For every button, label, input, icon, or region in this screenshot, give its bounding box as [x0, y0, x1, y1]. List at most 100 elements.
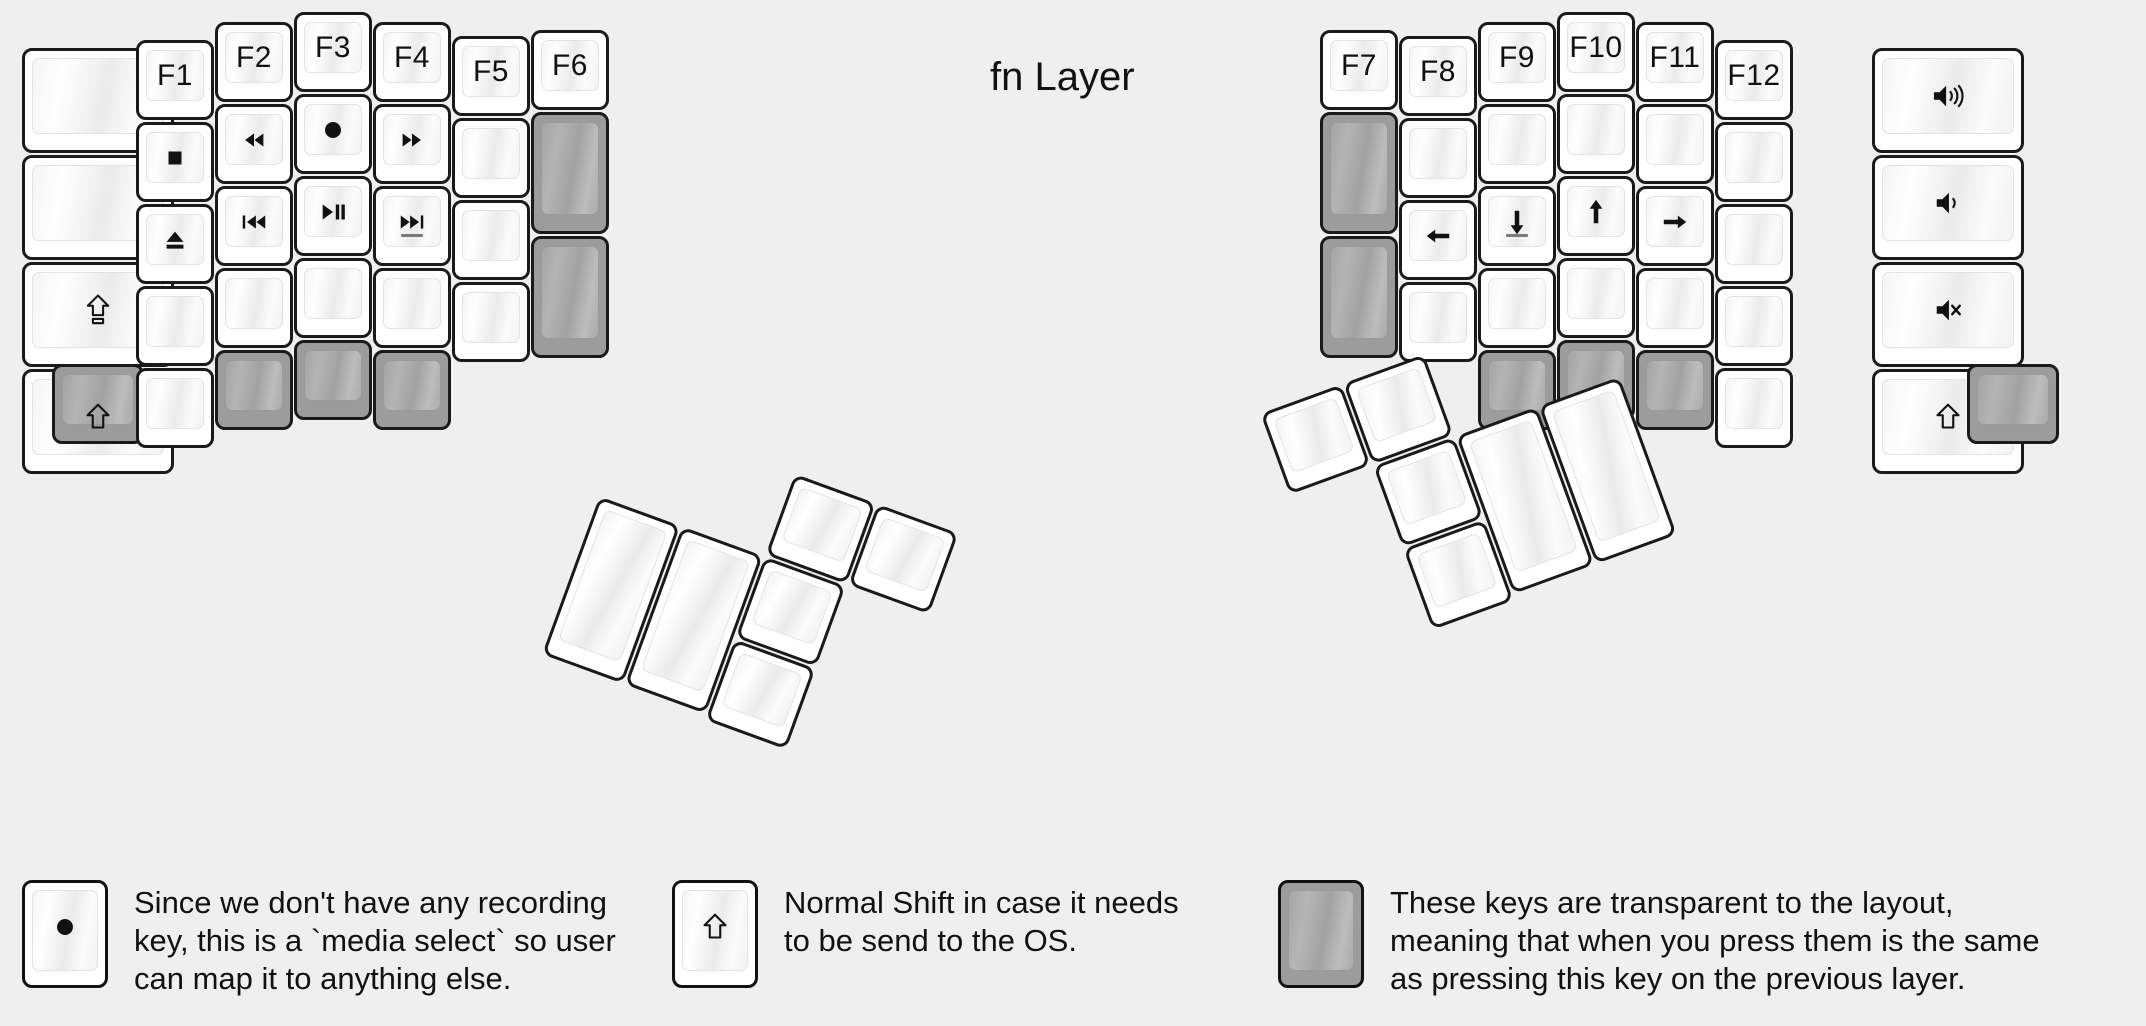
col-l6-key-2[interactable]	[452, 200, 530, 280]
col-l7-key-0[interactable]: F6	[531, 30, 609, 110]
keycap-surface	[541, 122, 599, 215]
keycap-surface	[1725, 378, 1783, 429]
keycap-surface	[62, 374, 134, 425]
col-l2-key-3[interactable]	[136, 286, 214, 366]
col-l3-key-0[interactable]: F2	[215, 22, 293, 102]
col-r4-key-1[interactable]	[1557, 94, 1635, 174]
col-l7-key-2[interactable]	[531, 236, 609, 358]
col-l3-key-4[interactable]	[215, 350, 293, 430]
keycap-surface	[225, 360, 283, 411]
col-r3-key-2[interactable]	[1478, 186, 1556, 266]
col-r2-key-3[interactable]	[1399, 282, 1477, 362]
col-r3-key-1[interactable]	[1478, 104, 1556, 184]
keycap-surface	[1882, 272, 2014, 348]
keycap-surface	[1567, 268, 1625, 319]
col-l4-key-3[interactable]	[294, 258, 372, 338]
keycap-surface	[146, 296, 204, 347]
col-r5-key-4[interactable]	[1636, 350, 1714, 430]
col-l5-key-2[interactable]	[373, 186, 451, 266]
keycap-surface	[1882, 58, 2014, 134]
keycap-surface	[225, 278, 283, 329]
col-r7-key-0[interactable]	[1872, 48, 2024, 153]
col-r6-key-3[interactable]	[1715, 286, 1793, 366]
col-r1-key-0[interactable]: F7	[1320, 30, 1398, 110]
col-r5-key-2[interactable]	[1636, 186, 1714, 266]
keycap-surface	[1409, 46, 1467, 97]
keycap-surface	[1646, 114, 1704, 165]
col-r6-key-0[interactable]: F12	[1715, 40, 1793, 120]
col-r4-key-3[interactable]	[1557, 258, 1635, 338]
col-l2-key-2[interactable]	[136, 204, 214, 284]
keycap-surface	[1488, 360, 1546, 411]
keycap-surface	[1725, 214, 1783, 265]
keycap-surface	[304, 22, 362, 73]
keycap-surface	[383, 114, 441, 165]
col-r7-key-2[interactable]	[1872, 262, 2024, 367]
col-l6-key-3[interactable]	[452, 282, 530, 362]
col-l2-key-4[interactable]	[136, 368, 214, 448]
col-l3-key-1[interactable]	[215, 104, 293, 184]
keycap-surface	[225, 114, 283, 165]
col-r7-extra-key[interactable]	[1967, 364, 2059, 444]
col-l7-key-1[interactable]	[531, 112, 609, 234]
col-l6-key-1[interactable]	[452, 118, 530, 198]
keycap-surface	[1567, 22, 1625, 73]
shift-arrow-icon	[703, 913, 727, 939]
col-l5-key-4[interactable]	[373, 350, 451, 430]
col-r1-key-1[interactable]	[1320, 112, 1398, 234]
col-r2-key-0[interactable]: F8	[1399, 36, 1477, 116]
keycap-surface	[1273, 397, 1355, 474]
col-r6-key-4[interactable]	[1715, 368, 1793, 448]
keycap-surface	[1330, 122, 1388, 215]
keycap-surface	[1416, 532, 1498, 609]
keycap-surface	[1646, 32, 1704, 83]
col-l4-key-0[interactable]: F3	[294, 12, 372, 92]
col-r3-key-3[interactable]	[1478, 268, 1556, 348]
col-l3-key-2[interactable]	[215, 186, 293, 266]
col-l1-extra-key[interactable]	[52, 364, 144, 444]
keycap-surface	[383, 278, 441, 329]
col-l2-key-0[interactable]: F1	[136, 40, 214, 120]
legend-key-swatch	[672, 880, 758, 988]
col-r2-key-1[interactable]	[1399, 118, 1477, 198]
legend-key-swatch	[1278, 880, 1364, 988]
col-r4-key-2[interactable]	[1557, 176, 1635, 256]
keycap-surface	[225, 196, 283, 247]
col-l4-key-2[interactable]	[294, 176, 372, 256]
keycap-surface	[1646, 196, 1704, 247]
col-r3-key-0[interactable]: F9	[1478, 22, 1556, 102]
col-l4-key-4[interactable]	[294, 340, 372, 420]
keycap-surface	[1882, 165, 2014, 241]
col-l5-key-1[interactable]	[373, 104, 451, 184]
col-r6-key-1[interactable]	[1715, 122, 1793, 202]
thumb-cluster	[1260, 354, 1677, 630]
col-r5-key-0[interactable]: F11	[1636, 22, 1714, 102]
keycap-surface	[1488, 278, 1546, 329]
key-underbar-mark	[1506, 234, 1528, 237]
keycap-surface	[1725, 132, 1783, 183]
col-r2-key-2[interactable]	[1399, 200, 1477, 280]
legend-key-swatch	[22, 880, 108, 988]
keycap-surface	[1646, 360, 1704, 411]
col-r4-key-0[interactable]: F10	[1557, 12, 1635, 92]
col-l3-key-3[interactable]	[215, 268, 293, 348]
legend-swatch-icon	[50, 912, 80, 949]
col-r6-key-2[interactable]	[1715, 204, 1793, 284]
keycap-surface	[1330, 40, 1388, 91]
col-r1-key-2[interactable]	[1320, 236, 1398, 358]
col-l4-key-1[interactable]	[294, 94, 372, 174]
col-l6-key-0[interactable]: F5	[452, 36, 530, 116]
keycap-surface	[225, 32, 283, 83]
keycap-surface	[304, 186, 362, 237]
col-r7-key-1[interactable]	[1872, 155, 2024, 260]
col-r5-key-3[interactable]	[1636, 268, 1714, 348]
keycap-surface	[304, 268, 362, 319]
keycap-surface	[462, 210, 520, 261]
col-r5-key-1[interactable]	[1636, 104, 1714, 184]
col-l2-key-1[interactable]	[136, 122, 214, 202]
col-l5-key-0[interactable]: F4	[373, 22, 451, 102]
col-l5-key-3[interactable]	[373, 268, 451, 348]
keycap-surface	[146, 378, 204, 429]
legend-item-shift-note: Normal Shift in case it needs to be send…	[672, 880, 1232, 988]
legend-item-transparent-note: These keys are transparent to the layout…	[1278, 880, 2138, 997]
